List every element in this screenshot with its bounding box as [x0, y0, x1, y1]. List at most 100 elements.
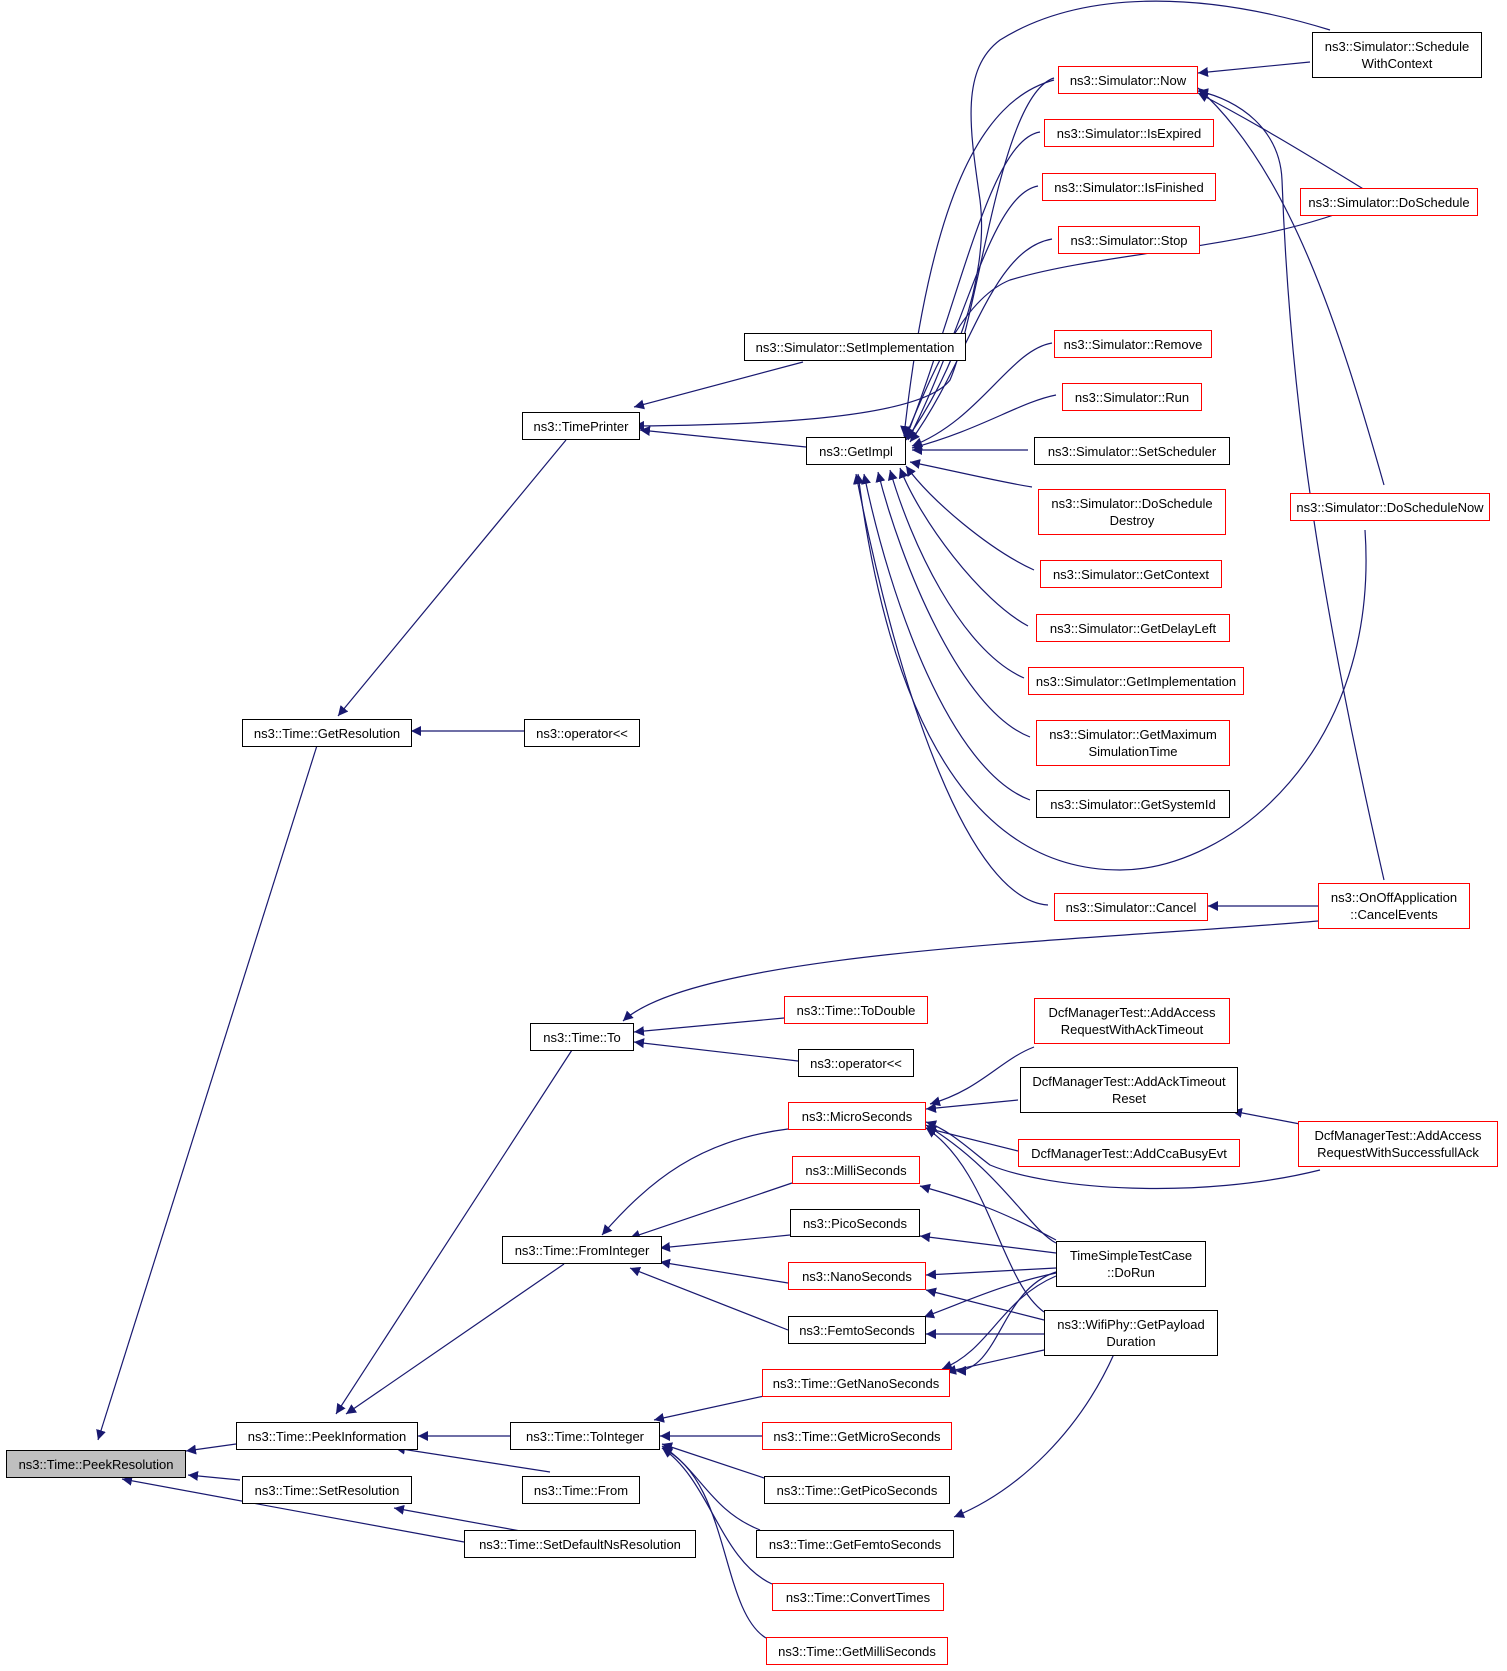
edge: [925, 1127, 1045, 1313]
edge: [925, 1099, 1019, 1114]
simulator-get-maximum-simulation-time-node[interactable]: ns3::Simulator::GetMaximum SimulationTim…: [1036, 720, 1230, 766]
edge: [925, 1120, 1321, 1190]
edge: [898, 467, 1029, 627]
edge: [633, 1038, 799, 1062]
operator-ll-node[interactable]: ns3::operator<<: [798, 1049, 914, 1077]
pico-seconds-node[interactable]: ns3::PicoSeconds: [790, 1209, 920, 1237]
simulator-cancel-node[interactable]: ns3::Simulator::Cancel: [1054, 893, 1208, 921]
edge: [622, 920, 1319, 1022]
edge: [919, 1232, 1057, 1254]
set-default-ns-resolution-node[interactable]: ns3::Time::SetDefaultNsResolution: [464, 1530, 696, 1558]
edge: [925, 1267, 1057, 1280]
edge: [661, 1442, 765, 1479]
get-nano-seconds-node[interactable]: ns3::Time::GetNanoSeconds: [762, 1369, 950, 1397]
get-impl-node[interactable]: ns3::GetImpl: [806, 437, 906, 465]
edge: [907, 185, 1039, 441]
milli-seconds-node[interactable]: ns3::MilliSeconds: [792, 1156, 920, 1184]
micro-seconds-node[interactable]: ns3::MicroSeconds: [788, 1102, 926, 1130]
dcf-add-cca-busy-evt-node[interactable]: DcfManagerTest::AddCcaBusyEvt: [1018, 1139, 1240, 1167]
edge: [659, 1258, 789, 1284]
edge: [629, 1266, 789, 1331]
edge: [955, 1271, 1057, 1376]
edge: [919, 1183, 1057, 1241]
edge: [945, 1349, 1045, 1375]
edge: [345, 1263, 565, 1415]
edge: [953, 1353, 1115, 1518]
edge: [661, 1447, 767, 1639]
simulator-get-system-id-node[interactable]: ns3::Simulator::GetSystemId: [1036, 790, 1230, 818]
simulator-do-schedule-destroy-node[interactable]: ns3::Simulator::DoSchedule Destroy: [1038, 489, 1226, 535]
from-integer-node[interactable]: ns3::Time::FromInteger: [502, 1236, 662, 1264]
edge: [121, 1475, 465, 1543]
get-resolution-node[interactable]: ns3::Time::GetResolution: [242, 719, 412, 747]
edge: [853, 473, 1049, 906]
edge: [925, 1125, 1019, 1152]
simulator-get-context-node[interactable]: ns3::Simulator::GetContext: [1040, 560, 1222, 588]
edge: [393, 1504, 527, 1533]
edge: [1197, 88, 1385, 881]
simulator-run-node[interactable]: ns3::Simulator::Run: [1062, 383, 1202, 411]
edge: [185, 1443, 237, 1455]
edge: [1231, 1107, 1301, 1125]
nano-seconds-node[interactable]: ns3::NanoSeconds: [788, 1262, 926, 1290]
set-resolution-node[interactable]: ns3::Time::SetResolution: [242, 1476, 412, 1504]
simulator-stop-node[interactable]: ns3::Simulator::Stop: [1058, 226, 1200, 254]
time-simple-test-case-do-run-node[interactable]: TimeSimpleTestCase ::DoRun: [1056, 1241, 1206, 1287]
onoff-application-cancel-events-node[interactable]: ns3::OnOffApplication ::CancelEvents: [1318, 883, 1470, 929]
edge: [337, 439, 567, 717]
edge: [887, 469, 1025, 679]
edge: [1197, 92, 1366, 191]
get-pico-seconds-node[interactable]: ns3::Time::GetPicoSeconds: [764, 1476, 950, 1504]
time-from-node[interactable]: ns3::Time::From: [522, 1476, 640, 1504]
get-micro-seconds-node[interactable]: ns3::Time::GetMicroSeconds: [762, 1422, 952, 1450]
edge: [905, 0, 1331, 441]
edge: [1197, 61, 1311, 77]
edge: [929, 1046, 1035, 1107]
simulator-set-scheduler-node[interactable]: ns3::Simulator::SetScheduler: [1034, 437, 1230, 465]
edge: [909, 459, 1033, 488]
simulator-remove-node[interactable]: ns3::Simulator::Remove: [1054, 330, 1212, 358]
edge: [911, 394, 1057, 451]
edge: [633, 77, 1055, 431]
time-to-node[interactable]: ns3::Time::To: [530, 1023, 634, 1051]
dcf-add-ack-timeout-reset-node[interactable]: DcfManagerTest::AddAckTimeout Reset: [1020, 1067, 1238, 1113]
simulator-do-schedule-node[interactable]: ns3::Simulator::DoSchedule: [1300, 188, 1478, 216]
femto-seconds-node[interactable]: ns3::FemtoSeconds: [788, 1316, 926, 1344]
simulator-get-implementation-node[interactable]: ns3::Simulator::GetImplementation: [1028, 667, 1244, 695]
time-to-double-node[interactable]: ns3::Time::ToDouble: [784, 996, 928, 1024]
edge: [394, 1444, 551, 1473]
to-integer-node[interactable]: ns3::Time::ToInteger: [510, 1422, 660, 1450]
edge: [661, 1445, 761, 1531]
edge: [925, 1124, 1057, 1244]
dcf-add-access-request-successful-ack-node[interactable]: DcfManagerTest::AddAccess RequestWithSuc…: [1298, 1121, 1498, 1167]
dcf-add-access-request-ack-timeout-node[interactable]: DcfManagerTest::AddAccess RequestWithAck…: [1034, 998, 1230, 1044]
edge: [601, 1128, 789, 1236]
edge: [633, 1017, 785, 1037]
simulator-is-expired-node[interactable]: ns3::Simulator::IsExpired: [1044, 119, 1214, 147]
wifi-phy-get-payload-duration-node[interactable]: ns3::WifiPhy::GetPayload Duration: [1044, 1310, 1218, 1356]
edge: [905, 465, 1035, 571]
edge: [639, 426, 807, 448]
edge: [903, 200, 1371, 441]
time-printer-node[interactable]: ns3::TimePrinter: [522, 412, 640, 440]
edge: [925, 1287, 1045, 1321]
peek-information-node[interactable]: ns3::Time::PeekInformation: [236, 1422, 418, 1450]
edge: [861, 473, 1031, 801]
edge: [187, 1470, 241, 1481]
simulator-is-finished-node[interactable]: ns3::Simulator::IsFinished: [1042, 173, 1216, 201]
get-femto-seconds-node[interactable]: ns3::Time::GetFemtoSeconds: [756, 1530, 954, 1558]
edge: [661, 1447, 773, 1585]
peek-resolution-node: ns3::Time::PeekResolution: [6, 1450, 186, 1478]
set-implementation-node[interactable]: ns3::Simulator::SetImplementation: [744, 333, 966, 361]
edge: [633, 361, 804, 410]
simulator-now-node[interactable]: ns3::Simulator::Now: [1058, 66, 1198, 94]
simulator-get-delay-left-node[interactable]: ns3::Simulator::GetDelayLeft: [1036, 614, 1230, 642]
convert-times-node[interactable]: ns3::Time::ConvertTimes: [772, 1583, 944, 1611]
simulator-schedule-with-context-node[interactable]: ns3::Simulator::Schedule WithContext: [1312, 32, 1482, 78]
simulator-do-schedule-now-node[interactable]: ns3::Simulator::DoScheduleNow: [1290, 493, 1490, 521]
edge: [875, 471, 1031, 738]
operator-ll-node[interactable]: ns3::operator<<: [524, 719, 640, 747]
get-milli-seconds-node[interactable]: ns3::Time::GetMilliSeconds: [766, 1637, 948, 1665]
